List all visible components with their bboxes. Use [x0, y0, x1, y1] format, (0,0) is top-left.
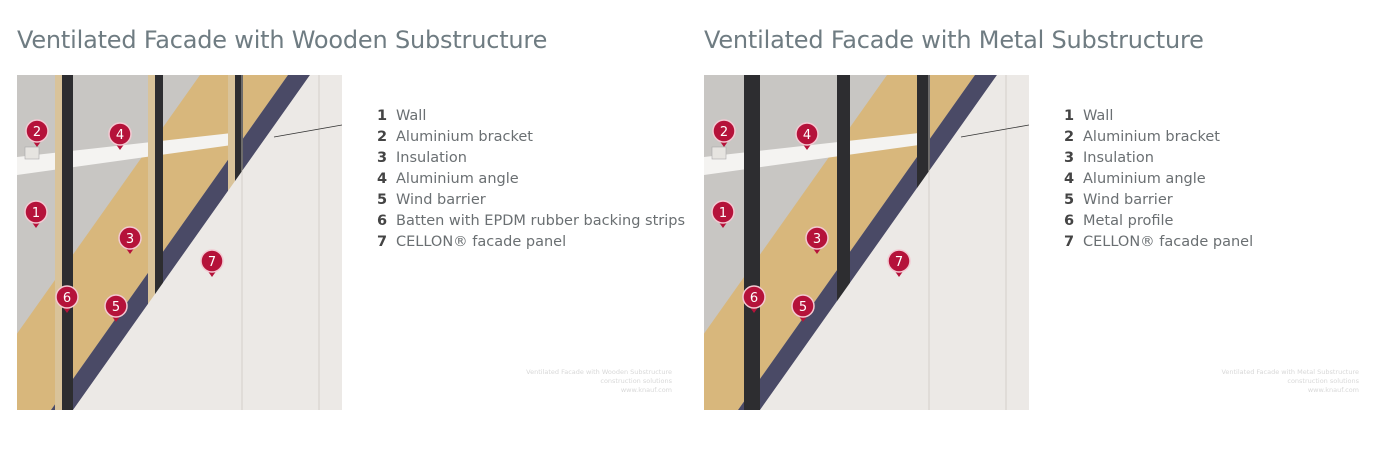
- marker-6: [55, 285, 79, 309]
- marker-label: 5: [112, 300, 120, 315]
- epdm-strip: [62, 75, 73, 410]
- wind-barrier: [738, 75, 997, 410]
- metal-profile: [744, 75, 760, 410]
- watermark: Ventilated Facade with Metal Substructur…: [1221, 368, 1359, 394]
- marker-label: 6: [750, 291, 758, 306]
- marker-label: 3: [126, 232, 134, 247]
- watermark: Ventilated Facade with Wooden Substructu…: [526, 368, 672, 394]
- marker-7: [200, 249, 224, 273]
- facade-illustration: 2 4 1 3 7 6 5: [704, 75, 1029, 410]
- marker-5: [791, 294, 815, 318]
- marker-label: 2: [720, 125, 728, 140]
- marker-7: [887, 249, 911, 273]
- marker-2: [712, 119, 736, 143]
- facade-panel: [73, 75, 342, 410]
- wind-barrier: [51, 75, 310, 410]
- panel-wooden: Ventilated Facade with Wooden Substructu…: [0, 0, 687, 450]
- marker-6: [742, 285, 766, 309]
- panel-title: Ventilated Facade with Wooden Substructu…: [17, 26, 548, 54]
- marker-1: [711, 200, 735, 224]
- marker-4: [108, 122, 132, 146]
- marker-label: 3: [813, 232, 821, 247]
- marker-1: [24, 200, 48, 224]
- marker-label: 4: [116, 128, 124, 143]
- aluminium-bracket: [711, 146, 727, 160]
- marker-label: 1: [719, 206, 727, 221]
- marker-3: [118, 226, 142, 250]
- marker-label: 5: [799, 300, 807, 315]
- panel-metal: Ventilated Facade with Metal Substructur…: [687, 0, 1374, 450]
- panel-title: Ventilated Facade with Metal Substructur…: [704, 26, 1204, 54]
- marker-label: 6: [63, 291, 71, 306]
- facade-illustration: 2 4 1 3 7 6 5: [17, 75, 342, 410]
- facade-panel: [760, 75, 1029, 410]
- marker-2: [25, 119, 49, 143]
- marker-3: [805, 226, 829, 250]
- marker-label: 7: [895, 255, 903, 270]
- epdm-strip: [155, 75, 163, 410]
- panel-edge-line: [960, 124, 1029, 138]
- marker-label: 7: [208, 255, 216, 270]
- marker-5: [104, 294, 128, 318]
- marker-label: 4: [803, 128, 811, 143]
- marker-4: [795, 122, 819, 146]
- panel-edge-line: [273, 124, 342, 138]
- marker-label: 1: [32, 206, 40, 221]
- marker-label: 2: [33, 125, 41, 140]
- aluminium-bracket: [24, 146, 40, 160]
